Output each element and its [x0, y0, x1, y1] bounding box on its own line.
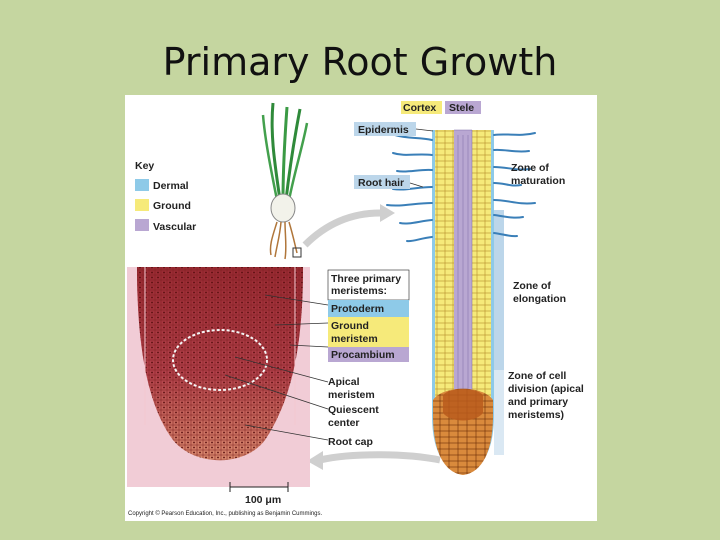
zone-maturation-label-1: Zone of: [511, 162, 549, 174]
zone-elongation-label-1: Zone of: [513, 280, 551, 292]
protoderm-label: Protoderm: [331, 303, 384, 315]
meristems-box: Three primary meristems: Protoderm Groun…: [327, 269, 410, 362]
arrow-top-head: [380, 204, 395, 222]
zone-division-label-3: and primary: [508, 396, 568, 408]
zone-division-label-1: Zone of cell: [508, 370, 566, 382]
key-title: Key: [135, 160, 154, 172]
ground-swatch: [135, 199, 149, 211]
key-legend: Key Dermal Ground Vascular: [135, 160, 196, 233]
ground-meristem-label-1: Ground: [331, 320, 369, 332]
root-diagram: Key Dermal Ground Vascular: [127, 101, 584, 517]
vascular-swatch: [135, 219, 149, 231]
root-hair-bg: [354, 175, 410, 189]
key-ground: Ground: [153, 200, 191, 212]
meristems-heading-2: meristems:: [331, 285, 387, 297]
epidermis-leader: [415, 128, 434, 132]
apical-label-1: Apical: [328, 376, 360, 388]
root-growth-figure: Key Dermal Ground Vascular: [125, 95, 597, 521]
cortex-label: Cortex: [403, 102, 436, 114]
root-cap-label: Root cap: [328, 436, 373, 448]
zone-elongation-label-2: elongation: [513, 293, 566, 305]
zone-division-label-2: division (apical: [508, 383, 584, 395]
root-hairs: [386, 132, 536, 243]
root-cross-section: [432, 129, 494, 475]
arrow-top: [302, 209, 381, 248]
zone-division-label-4: meristems): [508, 409, 564, 421]
meristems-heading-1: Three primary: [331, 273, 401, 285]
copyright-text: Copyright © Pearson Education, Inc., pub…: [128, 510, 323, 517]
quiescent-label-2: center: [328, 417, 360, 429]
epidermis-bg: [354, 122, 416, 136]
apical-label-2: meristem: [328, 389, 375, 401]
key-vascular: Vascular: [153, 221, 196, 233]
root-hair-label: Root hair: [358, 177, 404, 189]
key-dermal: Dermal: [153, 180, 189, 192]
arrow-bottom-head: [307, 451, 323, 470]
cortex-bg: [401, 101, 442, 114]
slide-title: Primary Root Growth: [162, 40, 558, 84]
root-hair-leader: [409, 182, 424, 188]
seedling-illustration: [261, 102, 309, 260]
zone-maturation-label-2: maturation: [511, 175, 565, 187]
epidermis-label: Epidermis: [358, 124, 409, 136]
scale-label: 100 μm: [245, 494, 281, 506]
ground-meristem-label-2: meristem: [331, 333, 378, 345]
maturation-zone-bar: [494, 210, 504, 370]
stele-label: Stele: [449, 102, 474, 114]
dermal-swatch: [135, 179, 149, 191]
quiescent-label-1: Quiescent: [328, 404, 379, 416]
micrograph: [127, 267, 310, 487]
micrograph-leaders: [224, 294, 329, 441]
stele-bg: [445, 101, 481, 114]
procambium-label: Procambium: [331, 349, 395, 361]
elongation-zone-bar: [494, 370, 504, 455]
arrow-bottom: [319, 451, 441, 464]
